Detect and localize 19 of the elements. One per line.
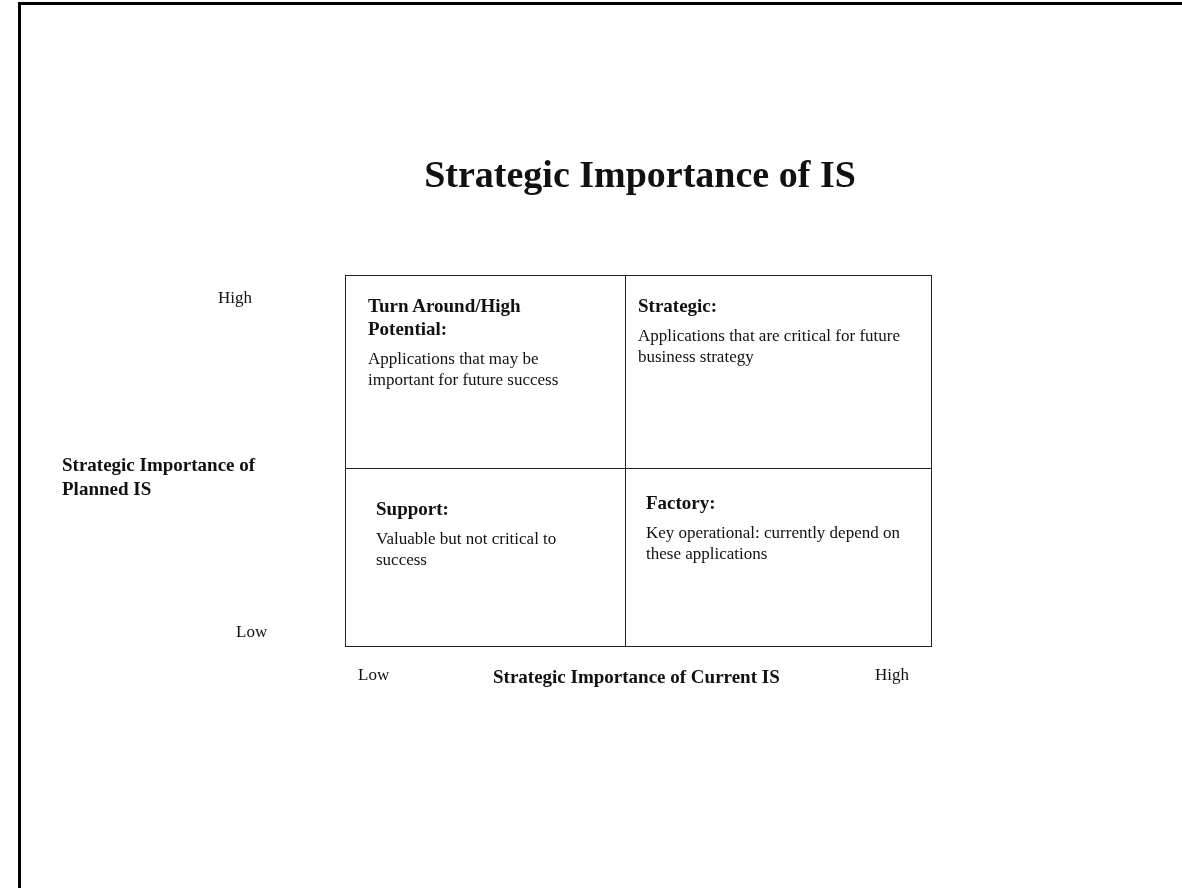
axis-tick-label: Low [358,665,390,685]
quadrant-heading: Support: [376,497,450,520]
quadrant-heading: Strategic: [638,294,719,317]
quadrant-description: Valuable but not critical to success [376,528,558,570]
quadrant-heading: Factory: [646,491,717,514]
quadrant-cell [345,275,626,469]
axis-title: Strategic Importance of Planned IS [62,453,257,501]
quadrant-description: Applications that may be important for future success [368,348,560,390]
quadrant-cell [345,468,626,647]
axis-tick-label: Low [236,622,268,642]
quadrant-description: Applications that are critical for future business strategy [638,325,901,367]
axis-tick-label: High [875,665,909,685]
quadrant-description: Key operational: currently depend on these applications [646,522,901,564]
axis-tick-label: High [218,288,252,308]
axis-title: Strategic Importance of Current IS [493,665,781,689]
title: Strategic Importance of IS [423,152,857,196]
quadrant-cell [625,468,932,647]
quadrant-cell [625,275,932,469]
quadrant-heading: Turn Around/High Potential: [368,294,522,340]
